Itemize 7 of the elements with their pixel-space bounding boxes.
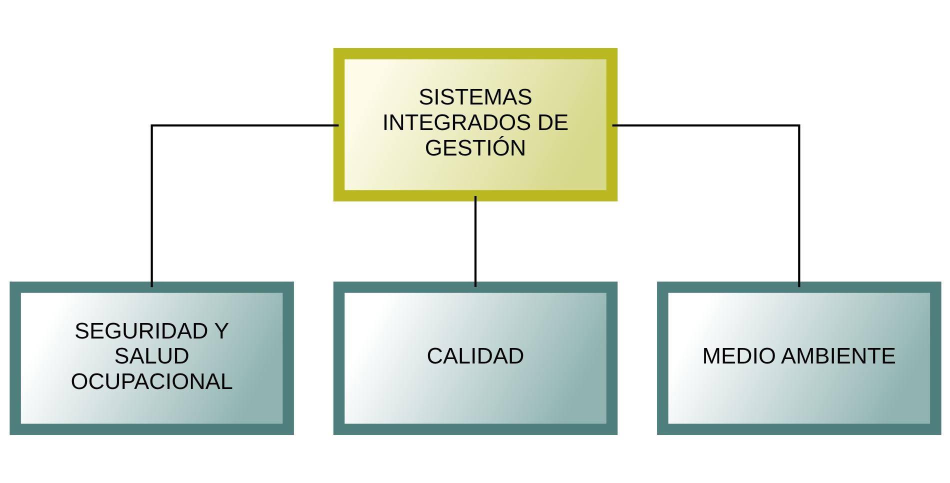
node-box: SEGURIDAD Y SALUD OCUPACIONAL: [9, 282, 294, 435]
connector: [474, 196, 476, 287]
node-box: MEDIO AMBIENTE: [656, 282, 941, 435]
node-box: SISTEMAS INTEGRADOS DE GESTIÓN: [332, 48, 618, 202]
connector: [150, 124, 338, 288]
connector: [612, 124, 800, 288]
node-box: CALIDAD: [332, 282, 618, 435]
